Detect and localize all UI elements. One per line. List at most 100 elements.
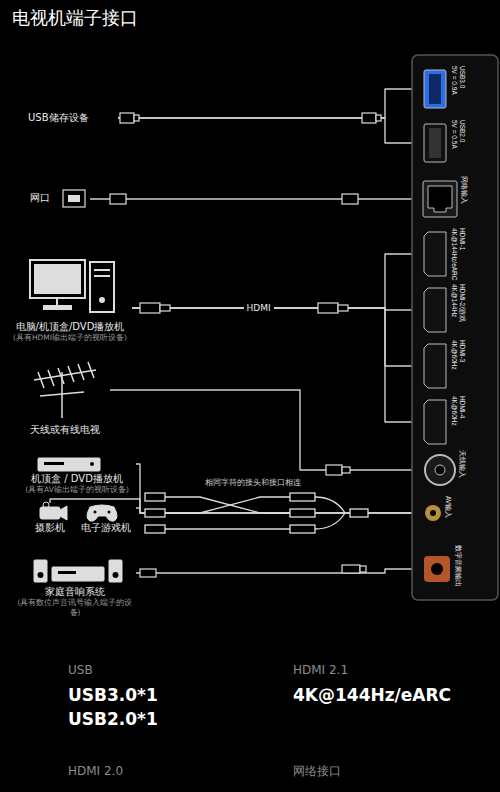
dvd-icon	[44, 462, 64, 465]
usb-port	[424, 70, 446, 162]
device-note: (具有AV输出端子的视听设备)	[18, 485, 136, 495]
network-icon	[68, 195, 80, 202]
device-label: 家庭音响系统	[14, 586, 136, 598]
port-label: HDMI-2/游戏	[458, 284, 466, 334]
audio-icon	[109, 560, 122, 582]
port-label: HDMI-14K@144Hz/eARC	[450, 228, 466, 278]
antenna-icon	[48, 370, 54, 386]
audio-icon	[34, 560, 47, 582]
device-box: 电脑/机顶盒/DVD播放机(具有HDMI输出端子的视听设备)	[8, 255, 132, 343]
antenna-port	[435, 465, 445, 475]
optical-plug	[140, 565, 366, 577]
spec-label: USB	[68, 662, 93, 678]
device-label: 电脑/机顶盒/DVD播放机	[8, 321, 132, 333]
spec-label: HDMI 2.1	[293, 662, 348, 678]
gamepad-icon	[108, 511, 111, 514]
device-note: (具有数位声音讯号输入端子的设备)	[14, 598, 136, 618]
gamepad-icon	[87, 505, 117, 521]
usb-plug	[362, 113, 376, 123]
gamepad-icon	[87, 505, 117, 521]
spec-value: USB2.0*1	[68, 708, 158, 730]
antenna-icon	[40, 392, 84, 396]
antenna-plug	[326, 465, 342, 475]
computer-icon	[44, 306, 71, 309]
device-box: 电子游戏机	[76, 503, 136, 534]
antenna-icon	[34, 370, 96, 380]
device-box: 机顶盒 / DVD播放机(具有AV输出端子的视听设备)	[18, 452, 136, 495]
device-note: (具有HDMI输出端子的视听设备)	[8, 333, 132, 343]
computer-icon	[100, 298, 104, 302]
port-label: HDMI-34K@60Hz	[450, 340, 466, 390]
port-label: 4K@144Hz	[450, 284, 458, 334]
optical-plug	[342, 565, 360, 573]
port-panel	[412, 55, 498, 600]
camera-icon	[40, 502, 67, 520]
device-box: USB储存设备	[28, 112, 118, 124]
device-box: 天线或有线电视	[20, 364, 110, 436]
usb-plug	[120, 113, 381, 123]
port-label: HDMI-1	[458, 228, 466, 278]
port-label: 4K@60Hz	[450, 396, 458, 446]
av-cable	[165, 497, 290, 513]
device-box: 家庭音响系统(具有数位声音讯号输入端子的设备)	[14, 556, 136, 618]
av-cable	[315, 513, 345, 529]
port-label: 5V = 0.5A	[450, 120, 458, 164]
camera-icon	[40, 507, 60, 519]
port-socket: AV输入	[420, 496, 492, 530]
ethernet-port	[428, 186, 452, 212]
antenna-plug	[342, 467, 350, 473]
port-label: HDMI-44K@60Hz	[450, 396, 466, 446]
port-socket: HDMI-14K@144Hz/eARC	[420, 228, 492, 280]
av-cable	[350, 509, 368, 517]
cable-line	[90, 198, 420, 199]
hdmi-plug	[160, 305, 170, 311]
av-cable	[165, 528, 290, 529]
av-port	[425, 505, 441, 521]
spec-label: 相同字符的接头和接口相连	[205, 478, 301, 488]
av-cable	[145, 493, 368, 533]
optical-port	[424, 556, 450, 582]
cable-line	[132, 308, 420, 366]
port-socket: HDMI-2/游戏4K@144Hz	[420, 284, 492, 336]
port-label: HDMI-2/游戏4K@144Hz	[450, 284, 466, 334]
device-label: 摄影机	[25, 522, 75, 534]
cable-label: HDMI	[243, 303, 273, 314]
av-cable	[145, 525, 165, 533]
audio-icon	[113, 572, 119, 578]
cable-line	[132, 254, 420, 308]
av-port	[430, 510, 436, 516]
port-panel	[412, 55, 498, 600]
usb-port	[429, 128, 441, 158]
hdmi-port	[424, 344, 446, 388]
usb-port	[424, 70, 446, 108]
port-label: 网络输入	[460, 176, 468, 220]
av-cable	[165, 497, 290, 513]
computer-icon	[94, 269, 110, 271]
gamepad-icon	[94, 511, 97, 514]
ethernet-port	[423, 181, 457, 217]
device-label: 网口	[30, 192, 90, 204]
network-icon	[342, 194, 358, 204]
camera-icon	[43, 502, 49, 508]
usb-port	[424, 124, 446, 162]
spec-label: HDMI 2.0	[68, 763, 123, 779]
audio-icon	[38, 572, 44, 578]
ethernet-port	[423, 181, 457, 217]
dvd-icon	[90, 462, 94, 466]
port-label: 5V = 0.9A	[450, 66, 458, 110]
device-label: 天线或有线电视	[20, 424, 110, 436]
antenna-icon	[58, 368, 64, 384]
port-label: HDMI-4	[458, 396, 466, 446]
antenna-icon	[38, 372, 44, 388]
usb-plug	[120, 113, 134, 123]
computer-icon	[34, 264, 81, 294]
spec-value: 4K@144Hz/eARC	[293, 684, 451, 706]
hdmi-plug	[338, 305, 348, 311]
port-socket: HDMI-34K@60Hz	[420, 340, 492, 392]
antenna-plug	[326, 465, 350, 475]
hdmi-plug	[140, 303, 348, 313]
hdmi-port	[424, 232, 446, 444]
port-label: USB3.05V = 0.9A	[450, 66, 466, 110]
port-label: 4K@144Hz/eARC	[450, 228, 458, 278]
antenna-icon	[78, 364, 84, 380]
